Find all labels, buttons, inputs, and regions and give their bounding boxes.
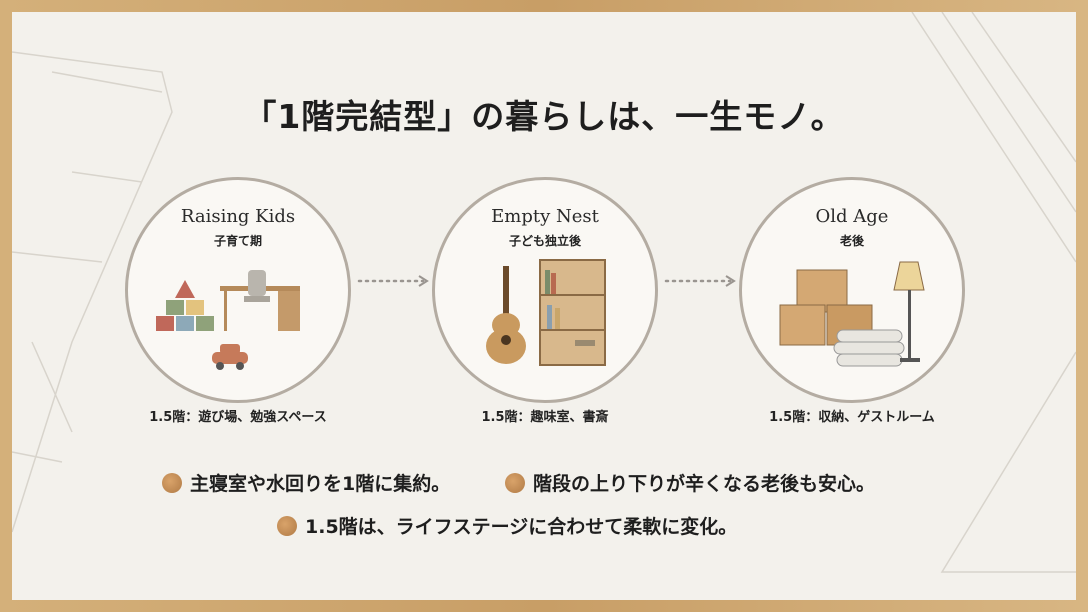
stage-title-jp: 子育て期 (213, 234, 262, 248)
bullet-text: 階段の上り下りが辛くなる老後も安心。 (533, 473, 876, 495)
bullet-dot-icon (505, 472, 525, 493)
stage-title-en: Empty Nest (491, 206, 599, 227)
bullet-text: 主寝室や水回りを1階に集約。 (190, 473, 451, 495)
arrow-right-icon (664, 275, 736, 287)
old-age-illustration (779, 261, 925, 367)
stage-caption: 1.5階：収納、ゲストルーム (769, 410, 935, 425)
bullet-text: 1.5階は、ライフステージに合わせて柔軟に変化。 (305, 516, 738, 538)
bullet-item: 階段の上り下りが辛くなる老後も安心。 (505, 469, 875, 496)
bullet-dot-icon (277, 515, 297, 536)
stage-title-en: Raising Kids (180, 206, 296, 227)
stage-raising-kids: Raising Kids 子育て期 (125, 177, 351, 403)
bullet-item: 1.5階は、ライフステージに合わせて柔軟に変化。 (277, 512, 737, 539)
stage-empty-nest: Empty Nest 子ども独立後 (432, 177, 658, 403)
stage-caption: 1.5階：趣味室、書斎 (481, 410, 609, 425)
bullet-dot-icon (162, 472, 182, 493)
stage-old-age: Old Age 老後 (739, 177, 965, 403)
kids-illustration (156, 270, 300, 370)
page-title: 「1階完結型」の暮らしは、一生モノ。 (243, 97, 845, 136)
stage-title-jp: 老後 (839, 234, 864, 248)
bullet-item: 主寝室や水回りを1階に集約。 (162, 469, 450, 496)
slide: 「1階完結型」の暮らしは、一生モノ。 Raising Kids 子育て期 Emp… (12, 12, 1076, 600)
stage-caption: 1.5階：遊び場、勉強スペース (149, 410, 327, 425)
arrow-right-icon (357, 275, 429, 287)
stage-title-en: Old Age (815, 206, 889, 227)
stage-title-jp: 子ども独立後 (508, 234, 581, 248)
empty-nest-illustration (486, 259, 606, 366)
blueprint-background (12, 12, 1076, 573)
